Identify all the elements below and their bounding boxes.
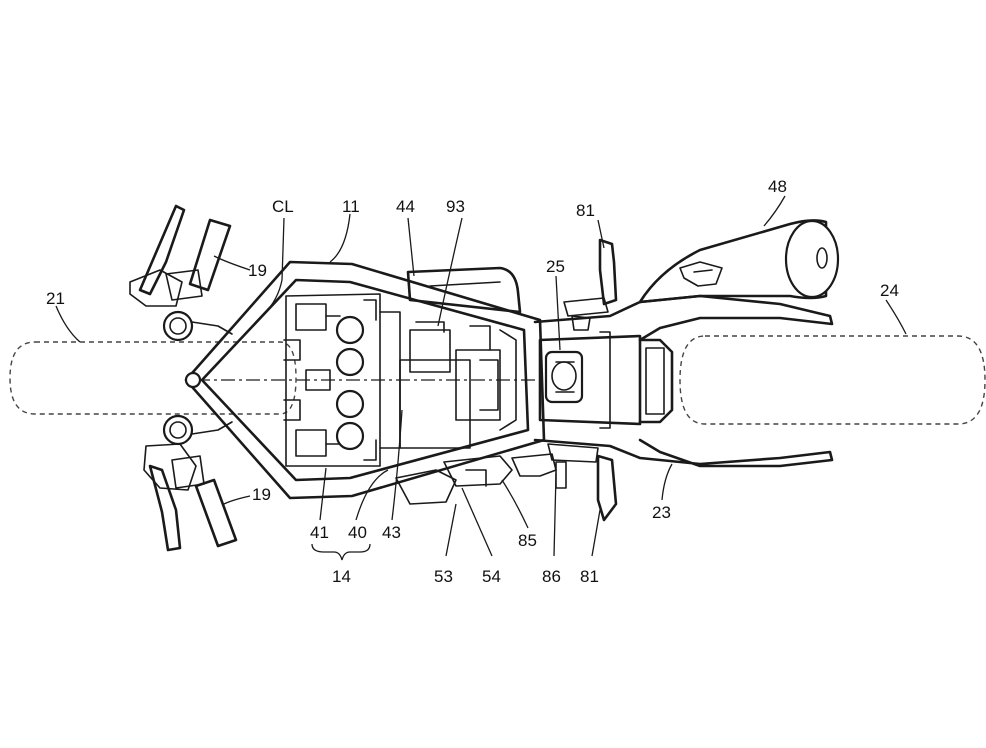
front-wheel-outline <box>9 341 297 415</box>
label-25: 25 <box>546 257 565 276</box>
label-43: 43 <box>382 523 401 542</box>
group-brace-14 <box>311 543 371 561</box>
label-48: 48 <box>768 177 787 196</box>
electrical-box <box>455 325 517 431</box>
rear-wheel-outline <box>679 335 986 425</box>
handlebar-top <box>129 204 233 342</box>
label-23: 23 <box>652 503 671 522</box>
label-24: 24 <box>880 281 899 300</box>
rear-frame <box>533 294 834 468</box>
label-85: 85 <box>518 531 537 550</box>
label-19-bottom: 19 <box>252 485 271 504</box>
label-21: 21 <box>46 289 65 308</box>
engine <box>283 293 401 467</box>
label-14: 14 <box>332 567 351 586</box>
rear-shock <box>544 350 584 404</box>
rear-section <box>538 331 642 429</box>
step-bracket-bottom <box>547 443 618 522</box>
main-frame <box>184 260 546 500</box>
label-81-top: 81 <box>576 201 595 220</box>
label-11: 11 <box>342 197 360 216</box>
label-93: 93 <box>446 197 465 216</box>
lower-components <box>395 453 557 505</box>
airbox <box>399 321 471 449</box>
label-40: 40 <box>348 523 367 542</box>
label-41: 41 <box>310 523 329 542</box>
label-81-bottom: 81 <box>580 567 599 586</box>
label-54: 54 <box>482 567 501 586</box>
label-53: 53 <box>434 567 453 586</box>
muffler <box>638 219 840 304</box>
handlebar-bottom <box>143 414 238 552</box>
label-19-top: 19 <box>248 261 267 280</box>
leader-lines <box>55 195 907 557</box>
label-cl: CL <box>272 197 294 216</box>
fuel-tank <box>406 266 522 314</box>
step-bracket-top <box>563 238 618 331</box>
label-86: 86 <box>542 567 561 586</box>
label-44: 44 <box>396 197 415 216</box>
